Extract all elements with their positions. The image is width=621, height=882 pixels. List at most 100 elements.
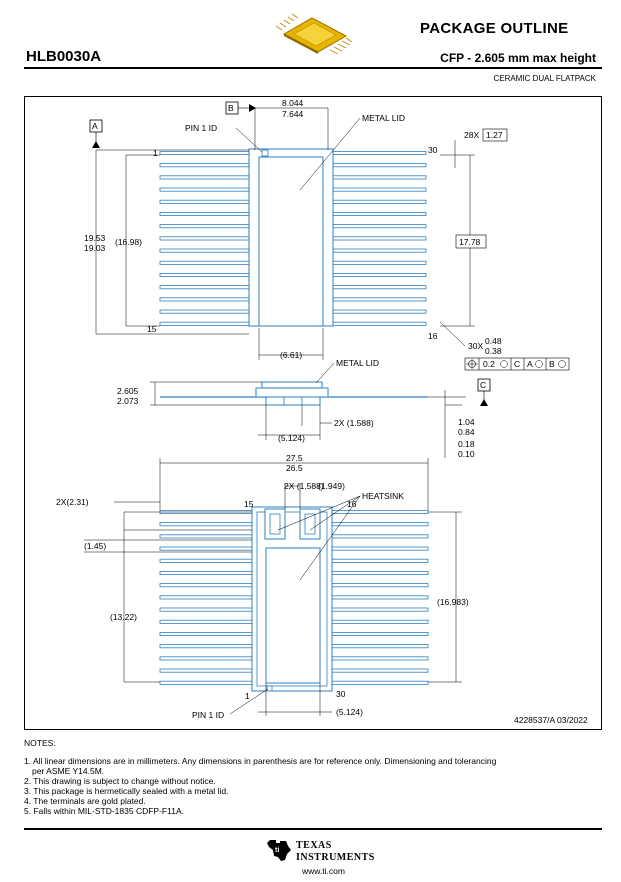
lead (332, 175, 427, 180)
fcf-datum-b: B (549, 359, 555, 369)
rfs-modifier-icon-a (535, 360, 543, 368)
top-pin-30: 30 (428, 145, 438, 155)
lead (332, 260, 427, 265)
lead (331, 509, 429, 514)
lead-width-max: 0.48 (485, 336, 502, 346)
datum-c: C (480, 380, 486, 390)
datum-b: B (228, 103, 234, 113)
texas-instruments-logo-icon: ti (267, 840, 291, 861)
lead (331, 607, 429, 612)
heatsink-pad-right (299, 508, 321, 540)
bottom-pin-1: 1 (245, 691, 250, 701)
top-pin-1: 1 (153, 148, 158, 158)
lead (159, 285, 250, 290)
lead (331, 680, 429, 685)
package-thumbnail-icon (276, 14, 352, 54)
lead-count: 30X (468, 341, 483, 351)
lead (331, 546, 429, 551)
bottom-ref-231: 2X(2.31) (56, 497, 89, 507)
lead (159, 163, 250, 168)
side-ref-5124: (5.124) (278, 433, 305, 443)
length-min: 19.03 (84, 243, 106, 253)
lead (159, 321, 250, 326)
note-item: 2. This drawing is subject to change wit… (24, 776, 216, 786)
side-lid (261, 381, 323, 389)
lead (332, 309, 427, 314)
package-type: CERAMIC DUAL FLATPACK (493, 74, 596, 83)
lead (159, 680, 253, 685)
bottom-ref-16983: (16.983) (437, 597, 469, 607)
heatsink-label: HEATSINK (362, 491, 404, 501)
span-17-78: 17.78 (459, 237, 481, 247)
lead (331, 558, 429, 563)
lead (159, 632, 253, 637)
lead (159, 558, 253, 563)
lead (332, 187, 427, 192)
lead (159, 150, 250, 155)
top-view-right-leads (332, 150, 427, 326)
bottom-ref-1588: 2X (1.588) (284, 481, 324, 491)
lead (159, 571, 253, 576)
lead (159, 187, 250, 192)
lead (332, 163, 427, 168)
height-max: 2.605 (117, 386, 139, 396)
datum-a: A (92, 121, 98, 131)
lead (331, 668, 429, 673)
length-max: 19.53 (84, 233, 106, 243)
pin1-indicator (261, 149, 269, 157)
svg-text:ti: ti (275, 847, 279, 854)
side-ref-1588: 2X (1.588) (334, 418, 374, 428)
lead (331, 632, 429, 637)
top-view-body (248, 148, 334, 327)
lead (332, 224, 427, 229)
width-max: 8.044 (282, 98, 304, 108)
overall-max: 27.5 (286, 453, 303, 463)
fcf-datum-c: C (514, 359, 520, 369)
lead (159, 656, 253, 661)
heatsink-main (265, 547, 321, 684)
bottom-pin-16: 16 (347, 499, 357, 509)
package-code: HLB0030A (26, 48, 102, 65)
lead (331, 656, 429, 661)
lead (159, 644, 253, 649)
metal-lid-label-top: METAL LID (362, 113, 405, 123)
lead (331, 595, 429, 600)
page-title: PACKAGE OUTLINE (420, 20, 569, 37)
lead (159, 595, 253, 600)
feature-control-frame: 0.2 C A B (464, 357, 570, 371)
lead (331, 571, 429, 576)
lead (159, 199, 250, 204)
lead (159, 522, 253, 527)
pin1-id-label-bottom: PIN 1 ID (192, 710, 224, 720)
bottom-pin-30: 30 (336, 689, 346, 699)
pitch-count: 28X (464, 130, 479, 140)
bottom-ref-145: (1.45) (84, 541, 106, 551)
lead (331, 644, 429, 649)
lead (331, 619, 429, 624)
pin1-id-label-top: PIN 1 ID (185, 123, 217, 133)
lead (331, 522, 429, 527)
lead-thick-max: 0.18 (458, 439, 475, 449)
bottom-ref-1949: (1.949) (318, 481, 345, 491)
fcf-datum-a: A (527, 359, 533, 369)
lead (159, 534, 253, 539)
header-rule (24, 67, 602, 69)
top-pin-15: 15 (147, 324, 157, 334)
lead (332, 297, 427, 302)
brand-line-1: TEXAS (296, 840, 332, 851)
note-item: 4. The terminals are gold plated. (24, 796, 146, 806)
lead (331, 534, 429, 539)
bottom-pin-15: 15 (244, 499, 254, 509)
rfs-modifier-icon-b (558, 360, 566, 368)
footer-url[interactable]: www.ti.com (302, 866, 345, 876)
top-view-lid (258, 156, 324, 327)
lead (159, 297, 250, 302)
lead (159, 260, 250, 265)
drawing-frame (24, 96, 602, 730)
mmc-modifier-icon (500, 360, 508, 368)
lead (159, 309, 250, 314)
lead (331, 583, 429, 588)
height-min: 2.073 (117, 396, 139, 406)
lead (332, 285, 427, 290)
